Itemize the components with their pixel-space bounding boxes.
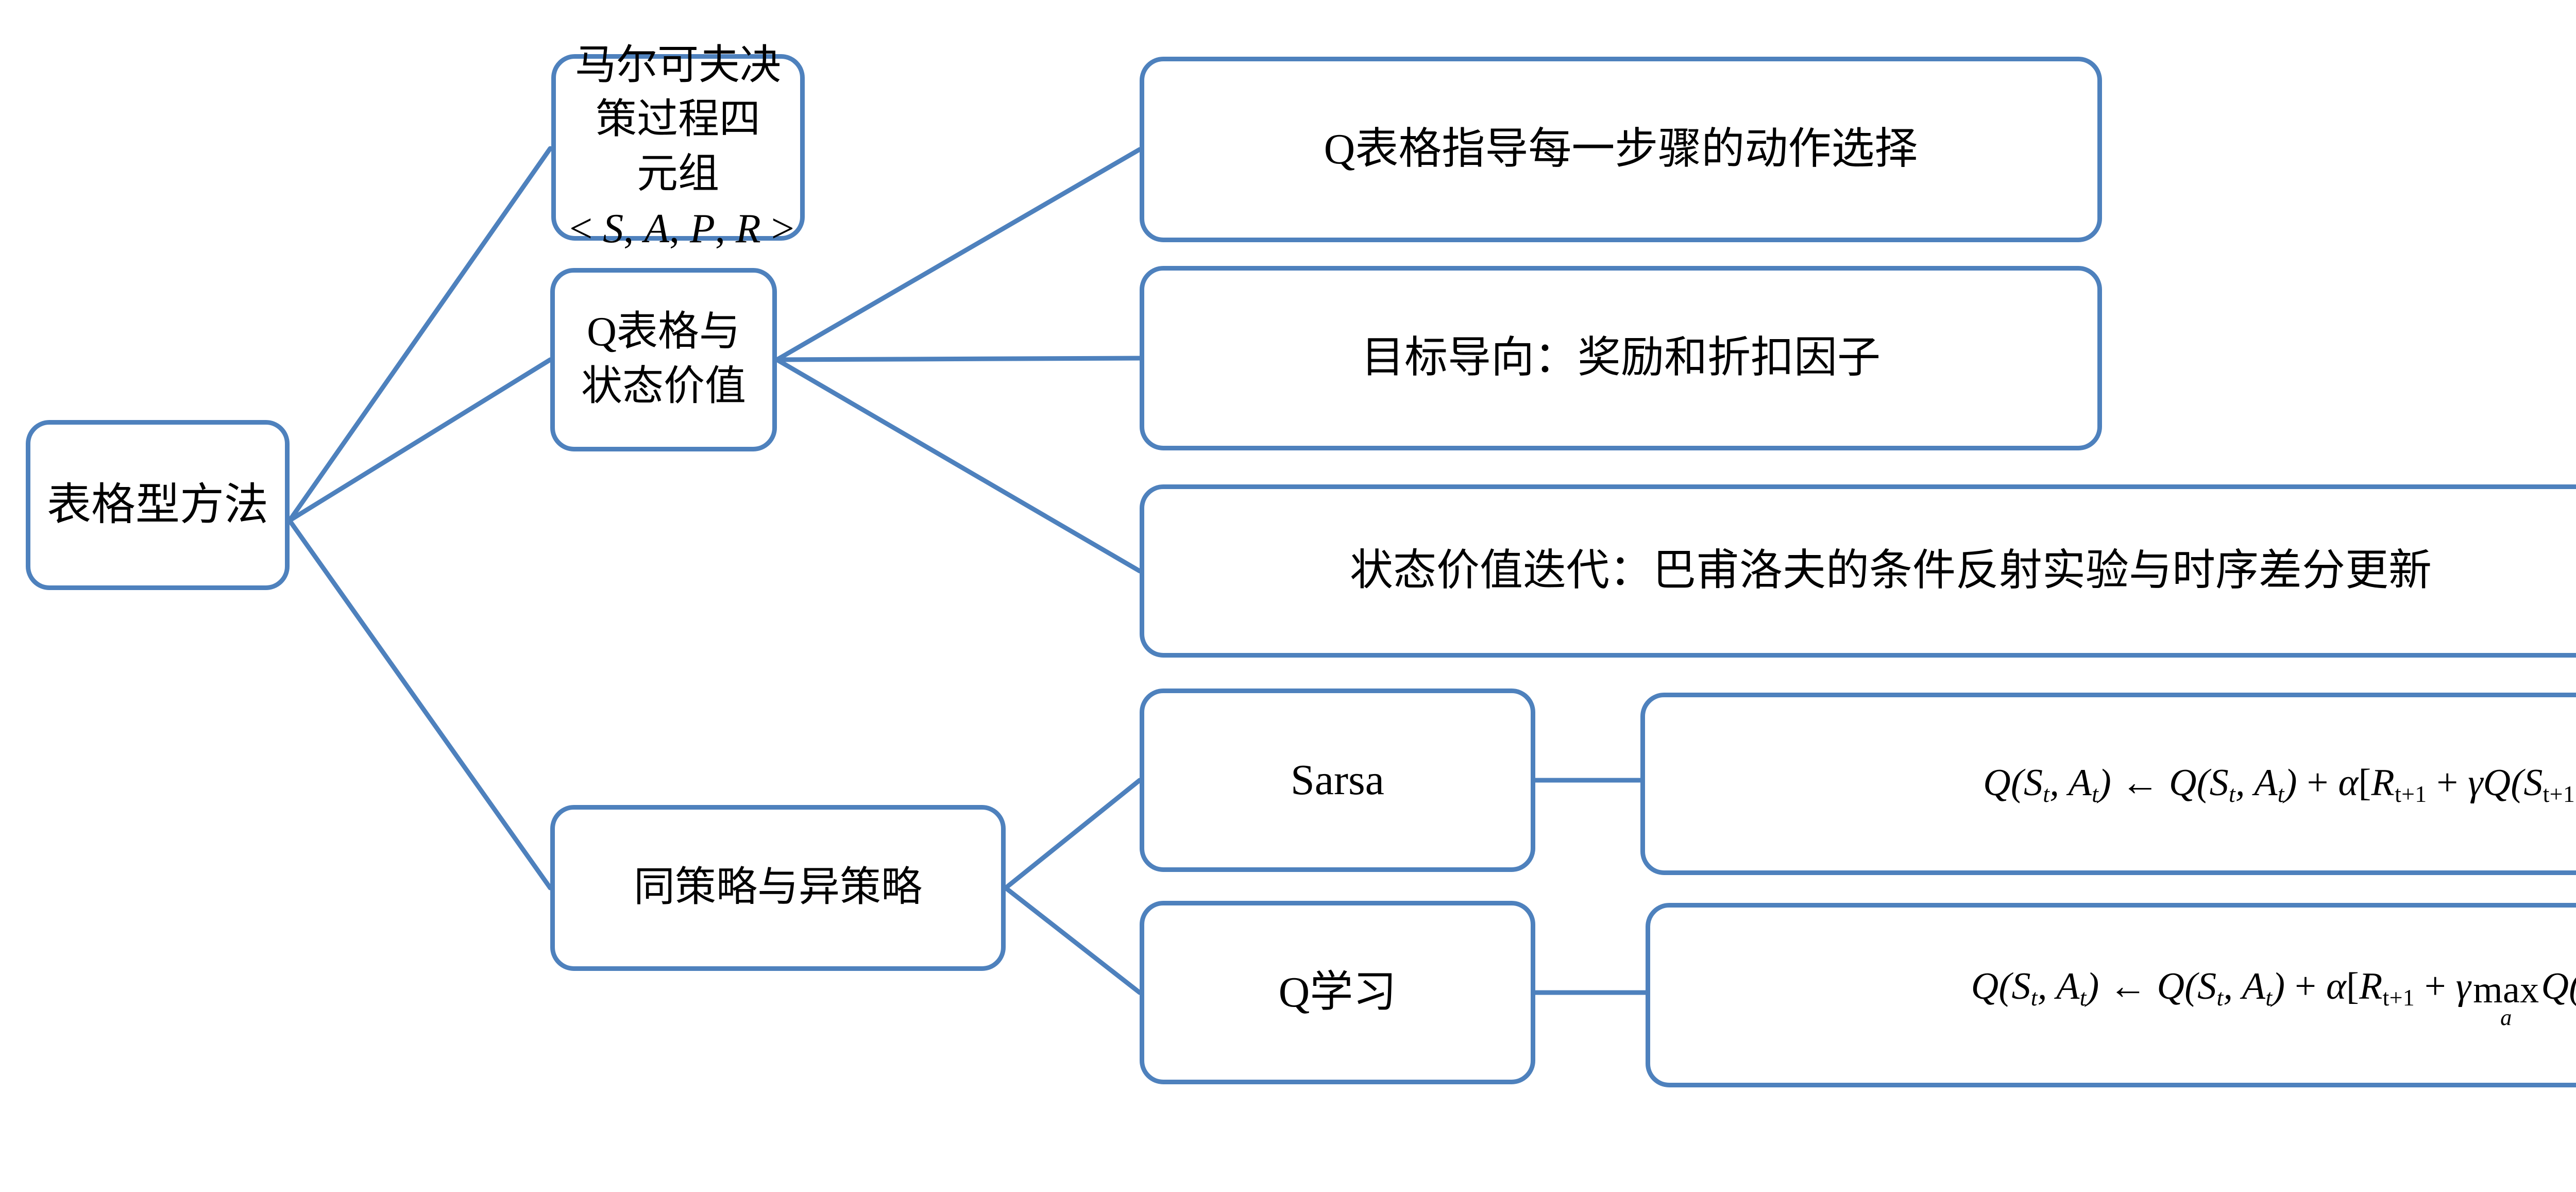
edge-policy-to-sarsa [1003, 778, 1142, 891]
node-root-tabular-methods[interactable]: 表格型方法 [26, 420, 290, 590]
node-sarsa-update-equation[interactable]: Q(St, At) ← Q(St, At) + α[Rt+1 + γQ(St+1… [1640, 693, 2576, 875]
node-on-policy-off-policy[interactable]: 同策略与异策略 [550, 805, 1006, 971]
qlearning-equation-text: Q(St, At) ← Q(St, At) + α[Rt+1 + γmaxaQ(… [1971, 965, 2576, 1031]
node-root-label: 表格型方法 [47, 480, 268, 530]
node-q-table-and-state-value[interactable]: Q表格与状态价值 [550, 268, 777, 451]
edge-qtable-to-iter [774, 357, 1142, 574]
sarsa-equation-text: Q(St, At) ← Q(St, At) + α[Rt+1 + γQ(St+1… [1983, 761, 2576, 807]
edge-qtable-to-goal [774, 356, 1142, 362]
edge-root-to-qtable [287, 357, 553, 523]
node-guide-label: Q表格指导每一步骤的动作选择 [1324, 125, 1918, 173]
node-q-table-guides-action-selection[interactable]: Q表格指导每一步骤的动作选择 [1140, 57, 2102, 242]
node-qlearning-label: Q学习 [1278, 968, 1397, 1016]
node-policy-label: 同策略与异策略 [634, 865, 922, 911]
node-mdp-label: 马尔可夫决策过程四元组< S, A, P, R > [569, 42, 794, 251]
node-qtable-label: Q表格与状态价值 [581, 309, 746, 409]
node-markov-decision-process[interactable]: 马尔可夫决策过程四元组< S, A, P, R > [551, 43, 805, 251]
edge-policy-to-qlearn [1003, 885, 1142, 995]
edge-root-to-mdp [287, 146, 553, 523]
node-q-learning-update-equation[interactable]: Q(St, At) ← Q(St, At) + α[Rt+1 + γmaxaQ(… [1646, 903, 2576, 1087]
node-goal-label: 目标导向：奖励和折扣因子 [1361, 333, 1880, 382]
node-q-learning[interactable]: Q学习 [1140, 901, 1535, 1084]
node-state-value-iteration[interactable]: 状态价值迭代：巴甫洛夫的条件反射实验与时序差分更新 [1140, 484, 2576, 658]
node-sarsa[interactable]: Sarsa [1140, 689, 1535, 872]
node-goal-oriented-reward-discount[interactable]: 目标导向：奖励和折扣因子 [1140, 266, 2102, 450]
node-iteration-label: 状态价值迭代：巴甫洛夫的条件反射实验与时序差分更新 [1349, 546, 2432, 595]
node-sarsa-label: Sarsa [1291, 756, 1384, 804]
edge-qtable-to-guide [774, 147, 1142, 362]
edge-root-to-policy [287, 518, 553, 891]
